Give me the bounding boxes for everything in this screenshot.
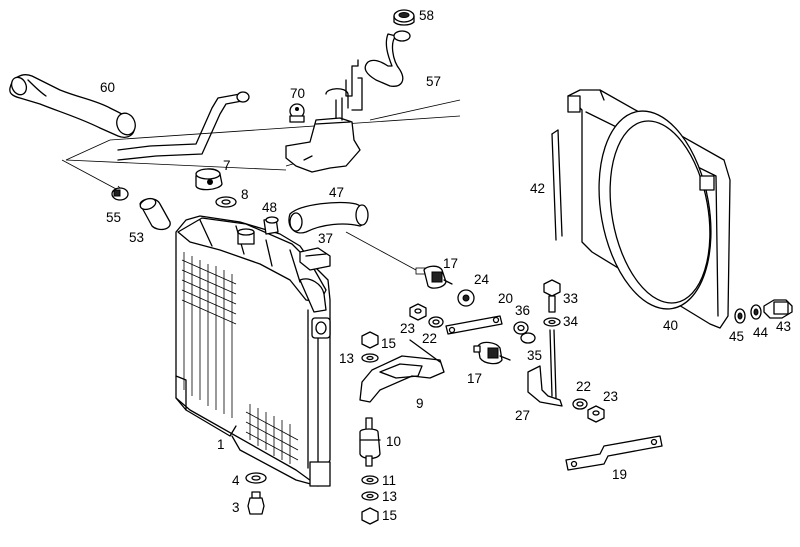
drain-plug-3 <box>247 491 265 515</box>
callout-55: 55 <box>106 210 121 225</box>
callout-10: 10 <box>386 434 401 449</box>
vent-pipe <box>117 91 250 161</box>
callout-44: 44 <box>753 325 769 340</box>
callout-9: 9 <box>416 396 424 411</box>
callout-33: 33 <box>563 291 578 306</box>
washer-24 <box>457 289 475 307</box>
callout-11: 11 <box>382 473 396 488</box>
callout-labels: 1 3 4 7 8 9 10 11 13 13 15 15 17 17 19 2… <box>100 8 791 523</box>
callout-22-left: 22 <box>422 331 437 346</box>
bracket-37 <box>299 247 331 271</box>
callout-42: 42 <box>530 181 545 196</box>
callout-7: 7 <box>223 158 231 173</box>
lock-washer-22-right <box>572 398 588 410</box>
cap-seal-8 <box>215 196 237 208</box>
expansion-tank-assembly <box>285 9 415 173</box>
callout-47: 47 <box>329 185 344 200</box>
callout-40: 40 <box>663 318 678 333</box>
lock-washer-22-left <box>428 316 444 328</box>
callout-45: 45 <box>729 329 744 344</box>
hose-clamp-55 <box>111 187 129 201</box>
radiator-1 <box>175 215 331 487</box>
callout-19: 19 <box>612 467 627 482</box>
callout-15-lower: 15 <box>382 508 397 523</box>
nut-15-lower <box>361 507 379 525</box>
callout-48: 48 <box>262 200 277 215</box>
rubber-mount-10 <box>359 417 381 467</box>
lower-hose-47 <box>288 201 369 234</box>
washer-13-upper <box>361 353 379 363</box>
callout-57: 57 <box>426 74 441 89</box>
screw-43 <box>763 299 793 319</box>
callout-70: 70 <box>290 86 305 101</box>
washer-34 <box>543 317 561 327</box>
drain-washer-4 <box>245 472 267 484</box>
callout-13-upper: 13 <box>339 351 354 366</box>
nut-11 <box>361 475 379 485</box>
callout-43: 43 <box>776 319 791 334</box>
rubber-mount-17-lower <box>473 341 511 365</box>
callout-23-left: 23 <box>400 321 415 336</box>
callout-15-upper: 15 <box>381 336 396 351</box>
rod-42 <box>551 129 563 241</box>
nut-23-right <box>587 405 605 423</box>
bracket-27 <box>527 329 563 407</box>
callout-4: 4 <box>232 473 240 488</box>
callout-58: 58 <box>419 8 434 23</box>
callout-27: 27 <box>515 408 530 423</box>
callout-3: 3 <box>232 500 240 515</box>
nut-23-left <box>409 303 427 321</box>
rubber-mount-17-upper <box>415 265 453 289</box>
bracket-9 <box>359 339 445 403</box>
washer-44 <box>750 304 762 320</box>
callout-53: 53 <box>129 230 144 245</box>
callout-36: 36 <box>515 303 530 318</box>
callout-35: 35 <box>527 348 542 363</box>
callout-23-right: 23 <box>603 389 618 404</box>
callout-8: 8 <box>241 187 249 202</box>
callout-22-right: 22 <box>576 379 591 394</box>
callout-37: 37 <box>318 231 333 246</box>
hose-53 <box>139 197 171 231</box>
washer-35 <box>520 332 536 344</box>
nut-15-upper <box>361 331 379 349</box>
callout-34: 34 <box>563 314 579 329</box>
nut-36 <box>513 321 529 335</box>
radiator-cap-7 <box>195 168 223 191</box>
callout-17-upper: 17 <box>443 256 458 271</box>
upper-hose-60 <box>9 74 136 138</box>
callout-17-lower: 17 <box>467 371 482 386</box>
bracket-19 <box>565 435 663 471</box>
callout-20: 20 <box>498 291 513 306</box>
callout-60: 60 <box>100 80 115 95</box>
strap-20 <box>445 315 503 335</box>
callout-13-lower: 13 <box>382 489 397 504</box>
bolt-33 <box>543 279 561 313</box>
clip-48 <box>263 216 279 235</box>
washer-45 <box>734 308 746 324</box>
fan-shroud-40 <box>567 89 731 329</box>
washer-13-lower <box>361 491 379 501</box>
callout-24: 24 <box>474 272 490 287</box>
callout-1: 1 <box>217 437 225 452</box>
